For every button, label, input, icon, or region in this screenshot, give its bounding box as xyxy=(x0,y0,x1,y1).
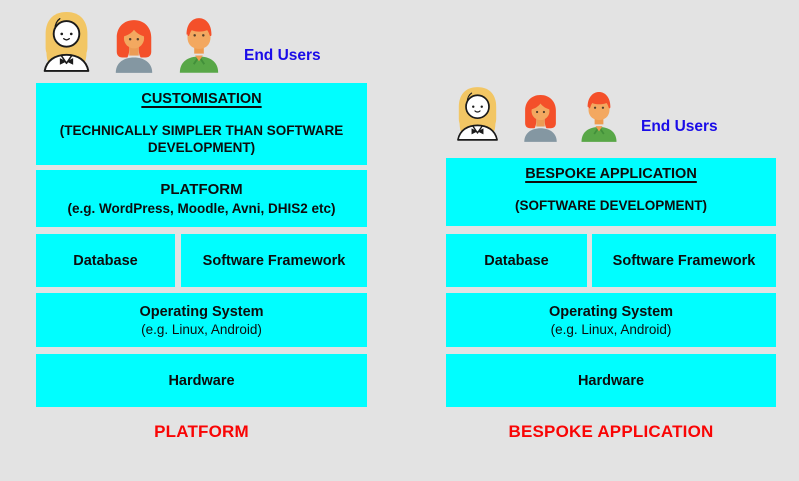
database-box: Database xyxy=(36,234,175,287)
platform-stack: End Users CUSTOMISATION (TECHNICALLY SIM… xyxy=(36,0,367,481)
bespoke-stack: End Users BESPOKE APPLICATION (SOFTWARE … xyxy=(446,0,776,481)
customisation-title: CUSTOMISATION xyxy=(141,91,262,107)
hardware-box: Hardware xyxy=(446,354,776,407)
end-users-group-right: End Users xyxy=(452,85,718,142)
operating-system-box: Operating System (e.g. Linux, Android) xyxy=(446,293,776,347)
platform-box-subtitle: (e.g. WordPress, Moodle, Avni, DHIS2 etc… xyxy=(67,201,336,216)
end-users-label: End Users xyxy=(244,47,321,64)
end-users-group-left: End Users xyxy=(38,10,321,73)
woman-icon xyxy=(111,19,157,73)
platform-box: PLATFORM (e.g. WordPress, Moodle, Avni, … xyxy=(36,170,367,227)
middleware-row: Database Software Framework xyxy=(446,234,776,287)
software-framework-box: Software Framework xyxy=(181,234,367,287)
hardware-box: Hardware xyxy=(36,354,367,407)
woman-professional-icon xyxy=(38,10,95,73)
os-subtitle: (e.g. Linux, Android) xyxy=(141,321,262,337)
bespoke-title: BESPOKE APPLICATION xyxy=(525,166,697,182)
woman-professional-icon xyxy=(452,85,503,142)
customisation-subtitle: (TECHNICALLY SIMPLER THAN SOFTWARE DEVEL… xyxy=(59,122,344,156)
os-subtitle: (e.g. Linux, Android) xyxy=(550,321,672,337)
customisation-box: CUSTOMISATION (TECHNICALLY SIMPLER THAN … xyxy=(36,83,367,165)
end-users-label: End Users xyxy=(641,118,718,135)
bespoke-application-box: BESPOKE APPLICATION (SOFTWARE DEVELOPMEN… xyxy=(446,158,776,226)
platform-footer-label: PLATFORM xyxy=(154,422,249,441)
software-framework-box: Software Framework xyxy=(592,234,776,287)
man-icon xyxy=(578,91,620,142)
woman-icon xyxy=(520,94,561,142)
os-title: Operating System xyxy=(139,303,264,320)
man-icon xyxy=(176,17,222,73)
operating-system-box: Operating System (e.g. Linux, Android) xyxy=(36,293,367,347)
os-title: Operating System xyxy=(548,303,674,320)
platform-box-title: PLATFORM xyxy=(160,181,243,198)
bespoke-footer-label: BESPOKE APPLICATION xyxy=(508,422,714,441)
middleware-row: Database Software Framework xyxy=(36,234,367,287)
bespoke-subtitle: (SOFTWARE DEVELOPMENT) xyxy=(515,198,707,214)
database-box: Database xyxy=(446,234,587,287)
